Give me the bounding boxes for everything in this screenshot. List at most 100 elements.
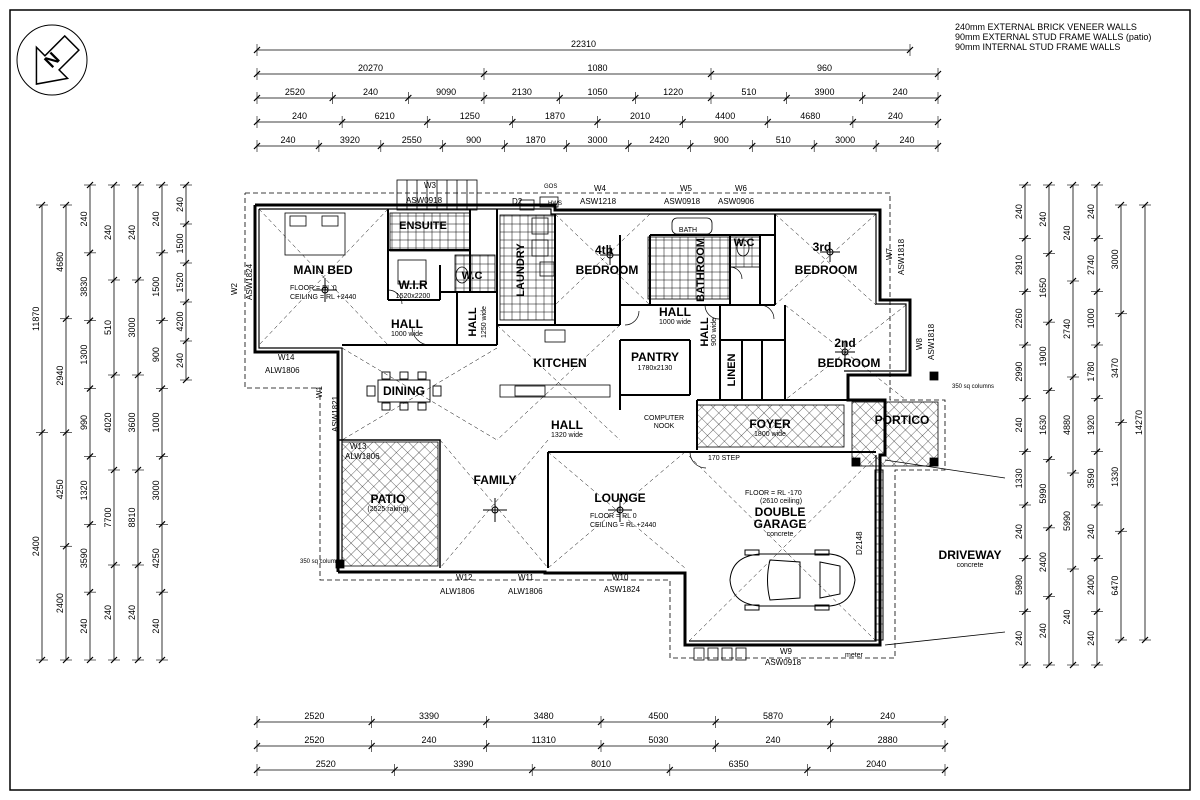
code-columns: 350 sq columns: [952, 384, 994, 390]
dimension-value: 3920: [340, 135, 360, 145]
north-arrow-icon: N: [16, 24, 88, 96]
dimension-value: 3600: [127, 412, 137, 432]
room-hall4: HALL: [699, 317, 711, 347]
room-garage-2: GARAGE: [754, 517, 807, 531]
dimension-value: 240: [280, 135, 295, 145]
code-asw1821: ASW1821: [331, 395, 340, 432]
dimension-value: 240: [1038, 623, 1048, 638]
dimension-value: 240: [765, 735, 780, 745]
code-w2: W2: [230, 282, 239, 295]
dimension-value: 20270: [358, 63, 383, 73]
dimension-value: 1330: [1110, 467, 1120, 487]
code-w8: W8: [915, 337, 924, 350]
dimension-value: 4500: [648, 711, 668, 721]
dimension-value: 240: [363, 87, 378, 97]
dimension-value: 3480: [534, 711, 554, 721]
room-bathroom: BATHROOM: [695, 238, 707, 302]
dimension-value: 240: [1014, 204, 1024, 219]
room-patio: PATIO: [371, 492, 406, 506]
dimension-value: 11870: [31, 307, 41, 331]
dim-right-col-6: 14270: [1134, 201, 1151, 644]
dimension-value: 3900: [814, 87, 834, 97]
computer-nook-1: COMPUTER: [644, 415, 684, 422]
code-w5: W5: [680, 184, 693, 193]
room-bed4: BEDROOM: [576, 263, 639, 277]
dimension-value: 240: [1014, 417, 1024, 432]
code-w14: W14: [278, 353, 295, 362]
code-w12: W12: [456, 573, 473, 582]
dimension-value: 2040: [866, 759, 886, 769]
code-asw0918c: ASW0918: [765, 658, 802, 667]
wc-tiles: [454, 254, 496, 293]
dimension-value: 1500: [151, 277, 161, 297]
code-asw0906: ASW0906: [718, 197, 755, 206]
dimension-value: 2940: [55, 366, 65, 386]
dimension-value: 240: [175, 353, 185, 368]
room-wir: W.I.R: [398, 278, 428, 292]
room-labels: MAIN BED FLOOR = RL 0 CEILING = RL +2440…: [290, 220, 1001, 569]
dimension-value: 1520: [175, 272, 185, 292]
dimension-value: 990: [79, 415, 89, 430]
dimension-value: 510: [103, 320, 113, 335]
dimension-value: 240: [1086, 631, 1096, 646]
dimension-value: 2010: [630, 111, 650, 121]
room-garage-3: concrete: [767, 531, 794, 538]
wall-legend: 240mm EXTERNAL BRICK VENEER WALLS 90mm E…: [955, 22, 1151, 52]
door-swings: [387, 266, 775, 469]
dimension-value: 8810: [127, 507, 137, 527]
dimension-value: 240: [127, 605, 137, 620]
dimension-value: 6350: [729, 759, 749, 769]
dimension-value: 5990: [1038, 484, 1048, 504]
patio-sub: (2525 raking): [367, 506, 408, 513]
dimension-value: 2260: [1014, 308, 1024, 328]
code-asw1818b: ASW1818: [927, 323, 936, 360]
laundry-tiles: [499, 214, 556, 321]
dimension-value: 240: [79, 619, 89, 634]
dim-top-row-1: 22310: [253, 39, 914, 56]
dimension-value: 3000: [835, 135, 855, 145]
code-w4: W4: [594, 184, 607, 193]
room-diagonals: [258, 208, 907, 642]
room-portico: PORTICO: [875, 413, 930, 427]
dimension-value: 2520: [304, 711, 324, 721]
room-foyer: FOYER: [749, 417, 791, 431]
room-family: FAMILY: [474, 473, 517, 487]
dimension-value: 4680: [800, 111, 820, 121]
dimension-value: 3390: [419, 711, 439, 721]
dimension-value: 2400: [55, 593, 65, 613]
dimension-value: 900: [714, 135, 729, 145]
dimension-value: 1000: [151, 412, 161, 432]
dimension-value: 240: [151, 211, 161, 226]
dimension-value: 2740: [1062, 319, 1072, 339]
page-border: [9, 9, 1191, 791]
dimension-value: 3000: [151, 480, 161, 500]
foyer-width: 1800 wide: [754, 431, 786, 438]
dining-table: [366, 371, 442, 411]
dimension-value: 2520: [304, 735, 324, 745]
dimension-value: 240: [888, 111, 903, 121]
dimension-value: 11310: [531, 735, 555, 745]
room-main-bed: MAIN BED: [293, 263, 353, 277]
room-lounge: LOUNGE: [594, 491, 645, 505]
code-alw1806a: ALW1806: [265, 366, 300, 375]
code-hws: HWS: [548, 201, 562, 207]
hall2-width: 1250 wide: [481, 306, 488, 338]
hall5-width: 1320 wide: [551, 432, 583, 439]
dimension-value: 240: [127, 225, 137, 240]
dimension-value: 4680: [55, 252, 65, 272]
step-label: 170 STEP: [708, 455, 740, 462]
